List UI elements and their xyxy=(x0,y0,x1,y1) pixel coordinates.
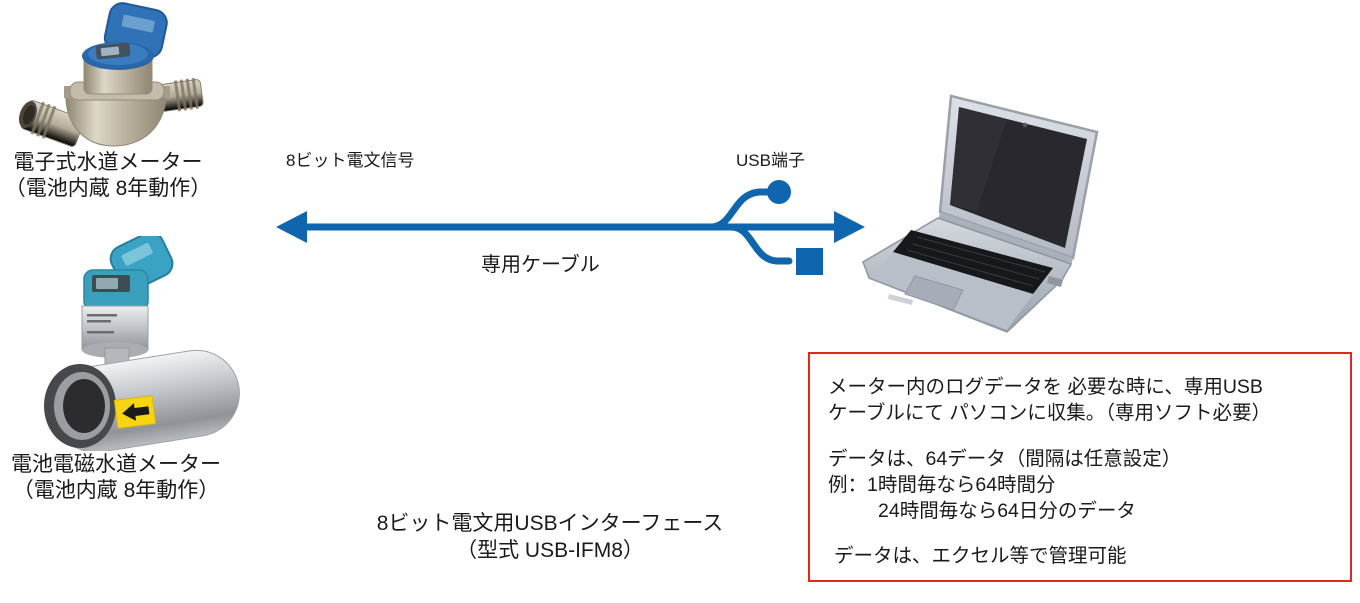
interface-caption-line1: 8ビット電文用USBインターフェース xyxy=(376,512,724,535)
arrowhead-left-icon xyxy=(276,211,307,243)
usb-port-label: USB端子 xyxy=(736,151,805,170)
usb-trident-icon xyxy=(707,180,823,275)
signal-label: 8ビット電文信号 xyxy=(286,151,415,170)
electromagnetic-meter-label-line1: 電池電磁水道メーター xyxy=(11,453,221,476)
electronic-water-meter-image xyxy=(18,2,204,147)
laptop-image xyxy=(862,94,1099,333)
electronic-meter-label: 電子式水道メーター （電池内蔵 8年動作） xyxy=(0,150,220,202)
usb-cable-arrow xyxy=(276,180,865,275)
interface-caption: 8ビット電文用USBインターフェース （型式 USB-IFM8） xyxy=(348,510,752,564)
info-para2: データは、64データ（間隔は任意設定） 例：1時間毎なら64時間分 24時間毎な… xyxy=(828,446,1338,524)
info-para1-line2: ケーブルにて パソコンに収集。（専用ソフト必要） xyxy=(828,402,1271,424)
info-para2-line1: データは、64データ（間隔は任意設定） xyxy=(828,448,1182,470)
interface-caption-line2: （型式 USB-IFM8） xyxy=(456,539,644,562)
flow-arrow-icon xyxy=(113,395,157,429)
info-box: メーター内のログデータを 必要な時に、専用USB ケーブルにて パソコンに収集。… xyxy=(808,352,1352,582)
electromagnetic-meter-label: 電池電磁水道メーター （電池内蔵 8年動作） xyxy=(4,452,228,504)
electronic-meter-label-line1: 電子式水道メーター xyxy=(13,151,203,174)
info-para3: データは、エクセル等で管理可能 xyxy=(834,545,1127,567)
electromagnetic-meter-label-line2: （電池内蔵 8年動作） xyxy=(12,479,220,502)
info-para2-line3: 24時間毎なら64日分のデータ xyxy=(878,500,1136,522)
electronic-meter-label-line2: （電池内蔵 8年動作） xyxy=(4,177,212,200)
arrowhead-right-icon xyxy=(834,211,865,243)
info-para1: メーター内のログデータを 必要な時に、専用USB ケーブルにて パソコンに収集。… xyxy=(828,374,1338,426)
info-para1-line1: メーター内のログデータを 必要な時に、専用USB xyxy=(828,376,1263,398)
electromagnetic-water-meter-image xyxy=(44,236,240,451)
cable-label: 専用ケーブル xyxy=(481,254,600,276)
info-para2-line2: 例：1時間毎なら64時間分 xyxy=(828,474,1056,496)
